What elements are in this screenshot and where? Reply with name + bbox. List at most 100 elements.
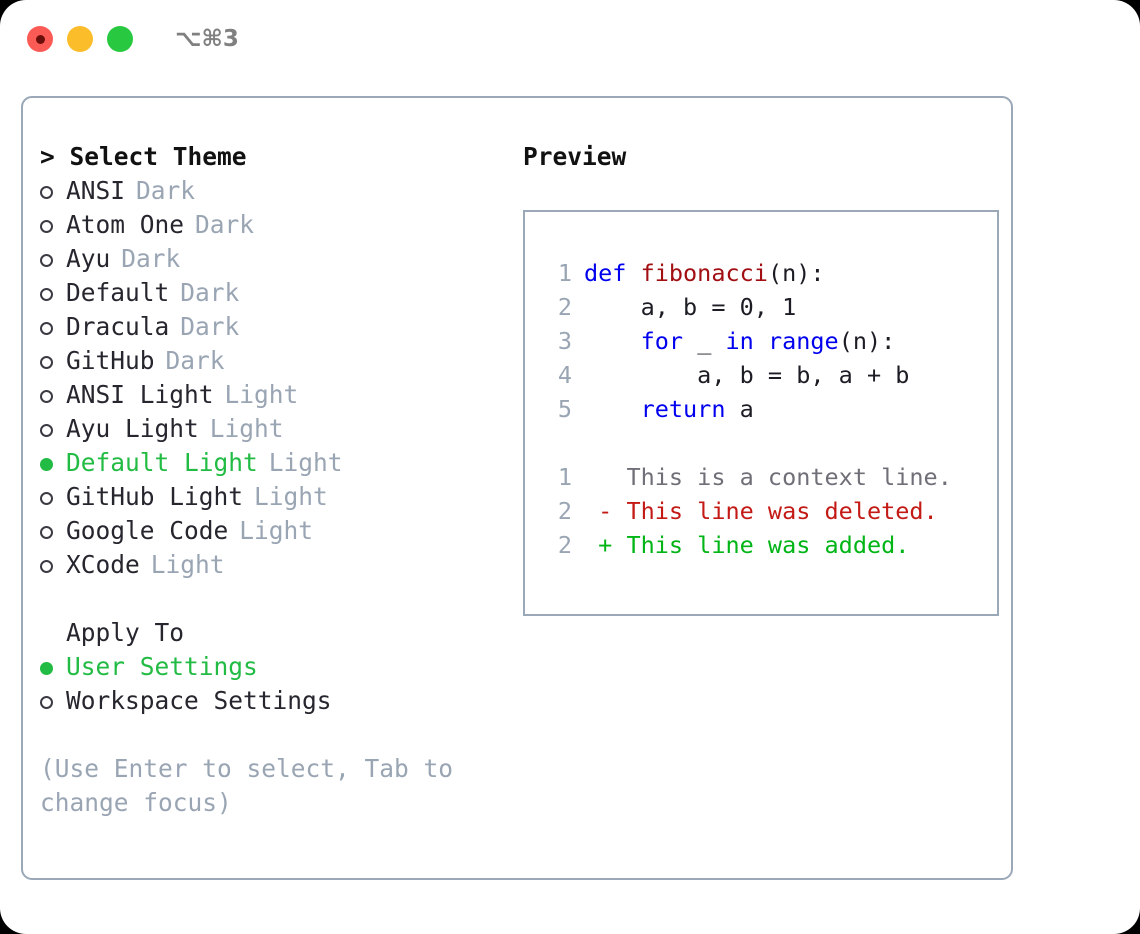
code-line: 3 for _ in range(n): (541, 324, 997, 358)
theme-list-item[interactable]: Google Code Light (40, 514, 510, 548)
radio-unselected-icon[interactable] (40, 210, 66, 244)
diff-sample: 1 This is a context line.2 - This line w… (541, 460, 997, 562)
line-number: 1 (557, 463, 572, 491)
code-token: (n): (767, 259, 825, 287)
theme-variant-tag: Dark (180, 312, 240, 341)
list-spacer (40, 582, 510, 616)
apply-to-option[interactable]: Workspace Settings (40, 684, 510, 718)
theme-name: Default Light (66, 448, 258, 477)
radio-unselected-icon[interactable] (40, 516, 66, 550)
code-line: 1 def fibonacci(n): (541, 256, 997, 290)
theme-variant-tag: Dark (165, 346, 225, 375)
code-token: _ (683, 327, 726, 355)
theme-list-item[interactable]: Default Light Light (40, 446, 510, 480)
window-titlebar: ⌥⌘3 (0, 0, 1140, 78)
theme-variant-tag: Dark (121, 244, 181, 273)
minimize-button[interactable] (67, 26, 93, 52)
diff-line: 2 - This line was deleted. (541, 494, 997, 528)
theme-name: Atom One (66, 210, 185, 239)
code-token: return (640, 395, 726, 423)
radio-selected-icon[interactable] (40, 448, 66, 482)
code-text: for _ in range(n): (584, 324, 896, 358)
theme-variant-tag: Light (150, 550, 225, 579)
radio-unselected-icon[interactable] (40, 482, 66, 516)
line-number: 3 (557, 327, 572, 355)
radio-unselected-icon[interactable] (40, 380, 66, 414)
apply-to-header-row: Apply To (40, 616, 510, 650)
apply-to-option[interactable]: User Settings (40, 650, 510, 684)
theme-name: Default (66, 278, 170, 307)
close-button[interactable] (27, 26, 53, 52)
theme-name: ANSI (66, 176, 126, 205)
theme-list-item[interactable]: ANSI Light Light (40, 378, 510, 412)
theme-list-item[interactable]: Ayu Dark (40, 242, 510, 276)
radio-unselected-icon[interactable] (40, 244, 66, 278)
apply-to-header-bullet-placeholder (40, 618, 66, 652)
theme-variant-tag: Light (268, 448, 343, 477)
theme-variant-tag: Light (209, 414, 284, 443)
code-token: in (725, 327, 754, 355)
radio-unselected-icon[interactable] (40, 346, 66, 380)
traffic-light-buttons (27, 26, 133, 52)
line-number: 1 (557, 259, 572, 287)
diff-line: 2 + This line was added. (541, 528, 997, 562)
radio-unselected-icon[interactable] (40, 686, 66, 720)
theme-list-item[interactable]: GitHub Dark (40, 344, 510, 378)
radio-unselected-icon[interactable] (40, 176, 66, 210)
theme-name: GitHub Light (66, 482, 244, 511)
line-number: 4 (557, 361, 572, 389)
code-text: def fibonacci(n): (584, 256, 825, 290)
theme-variant-tag: Dark (180, 278, 240, 307)
code-line: 2 a, b = 0, 1 (541, 290, 997, 324)
keyboard-hint: (Use Enter to select, Tab to change focu… (40, 754, 468, 817)
theme-name: GitHub (66, 346, 155, 375)
preview-header: Preview (523, 142, 627, 171)
select-theme-header: > Select Theme (40, 142, 247, 171)
line-number: 2 (557, 497, 572, 525)
theme-list-item[interactable]: Default Dark (40, 276, 510, 310)
diff-text: This is a context line. (584, 463, 952, 491)
code-token: a, b = b, a + b (584, 361, 910, 389)
theme-name: ANSI Light (66, 380, 214, 409)
diff-text: + This line was added. (584, 531, 910, 559)
theme-list-item[interactable]: GitHub Light Light (40, 480, 510, 514)
theme-name: Google Code (66, 516, 229, 545)
theme-variant-tag: Light (239, 516, 314, 545)
maximize-button[interactable] (107, 26, 133, 52)
code-token: a (725, 395, 754, 423)
radio-selected-icon[interactable] (40, 652, 66, 686)
code-text: a, b = 0, 1 (584, 290, 797, 324)
code-token: a, b = 0, 1 (584, 293, 797, 321)
diff-line: 1 This is a context line. (541, 460, 997, 494)
line-number: 2 (557, 531, 572, 559)
code-diff-spacer (541, 426, 997, 460)
radio-unselected-icon[interactable] (40, 312, 66, 346)
theme-name: Dracula (66, 312, 170, 341)
theme-name: Ayu (66, 244, 111, 273)
theme-list-item[interactable]: Dracula Dark (40, 310, 510, 344)
code-token (584, 327, 641, 355)
theme-variant-tag: Light (254, 482, 328, 511)
diff-text: - This line was deleted. (584, 497, 938, 525)
code-line: 5 return a (541, 392, 997, 426)
theme-variant-tag: Light (224, 380, 299, 409)
code-token: for (640, 327, 684, 355)
apply-to-label: User Settings (66, 652, 258, 681)
apply-to-header-label: Apply To (66, 618, 185, 647)
radio-unselected-icon[interactable] (40, 414, 66, 448)
radio-unselected-icon[interactable] (40, 550, 66, 584)
radio-unselected-icon[interactable] (40, 278, 66, 312)
code-token: range (767, 327, 839, 355)
window-title: ⌥⌘3 (175, 26, 239, 52)
code-token: (n): (838, 327, 896, 355)
